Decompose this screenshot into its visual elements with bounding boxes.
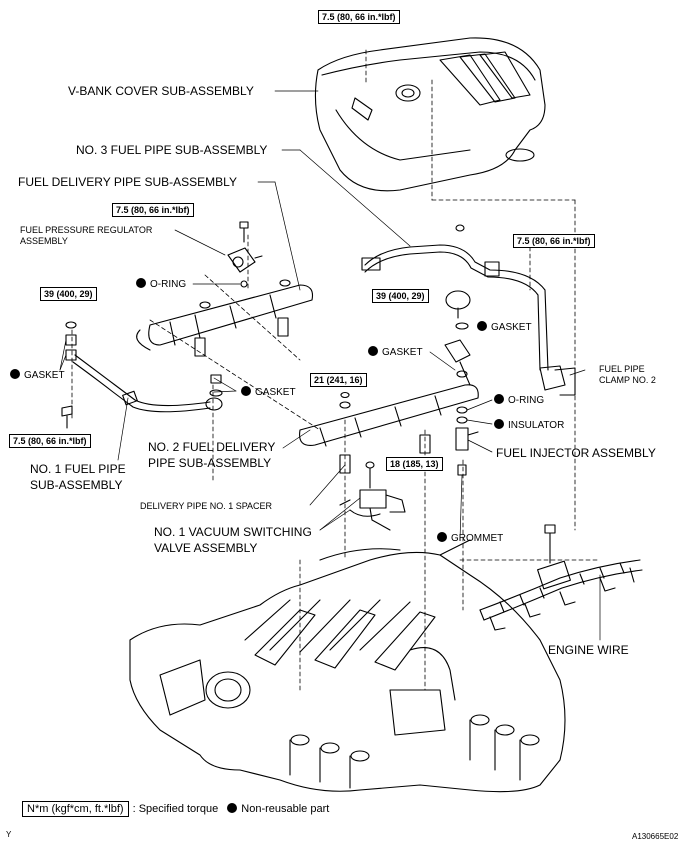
fuel-injector bbox=[455, 406, 479, 476]
corner-mark: Y bbox=[6, 830, 12, 839]
label-fuel-injector: FUEL INJECTOR ASSEMBLY bbox=[496, 446, 656, 460]
label-gasket-upper-mid: GASKET bbox=[368, 346, 423, 358]
torque-box-v-bank-cover: 7.5 (80, 66 in.*lbf) bbox=[318, 10, 400, 24]
label-o-ring-injector: O-RING bbox=[494, 394, 544, 406]
label-delivery-pipe-spacer: DELIVERY PIPE NO. 1 SPACER bbox=[140, 501, 273, 511]
label-no2-fuel-delivery-pipe: NO. 2 FUEL DELIVERY bbox=[148, 440, 276, 454]
non-reusable-dot bbox=[477, 321, 487, 331]
fuel-delivery-pipe bbox=[136, 279, 314, 357]
v-bank-cover bbox=[314, 37, 546, 192]
leader-lines bbox=[59, 90, 601, 641]
non-reusable-dot bbox=[368, 346, 378, 356]
non-reusable-dot bbox=[437, 532, 447, 542]
no1-fuel-pipe bbox=[61, 321, 223, 429]
torque-box-delivery-pipe-bolt: 21 (241, 16) bbox=[310, 373, 367, 387]
legend-torque-unit: N*m (kgf*cm, ft.*lbf) bbox=[22, 801, 129, 817]
torque-box-pulsation-damper: 39 (400, 29) bbox=[372, 289, 429, 303]
label-no1-fuel-pipe: NO. 1 FUEL PIPE bbox=[30, 462, 126, 476]
label-grommet: GROMMET bbox=[437, 532, 503, 544]
torque-box-regulator: 7.5 (80, 66 in.*lbf) bbox=[112, 203, 194, 217]
vacuum-switching-valve bbox=[339, 461, 406, 531]
label-no1-fuel-pipe-line2: SUB-ASSEMBLY bbox=[30, 478, 123, 492]
engine-wire-harness bbox=[479, 524, 643, 631]
legend: N*m (kgf*cm, ft.*lbf): Specified torque … bbox=[22, 801, 330, 817]
label-insulator: INSULATOR bbox=[494, 419, 564, 431]
non-reusable-dot bbox=[136, 278, 146, 288]
label-fuel-pipe-clamp: FUEL PIPE bbox=[599, 364, 645, 374]
label-gasket-right: GASKET bbox=[477, 321, 532, 333]
label-gasket-mid: GASKET bbox=[241, 386, 296, 398]
label-fuel-delivery-pipe: FUEL DELIVERY PIPE SUB-ASSEMBLY bbox=[18, 175, 237, 189]
non-reusable-dot bbox=[241, 386, 251, 396]
label-vacuum-switching-valve: NO. 1 VACUUM SWITCHING bbox=[154, 525, 312, 539]
label-engine-wire: ENGINE WIRE bbox=[548, 643, 629, 657]
no2-fuel-delivery-pipe bbox=[299, 384, 479, 474]
torque-box-no1-pipe-union: 39 (400, 29) bbox=[40, 287, 97, 301]
fuel-pressure-regulator bbox=[227, 221, 263, 288]
label-no2-fuel-delivery-pipe-line2: PIPE SUB-ASSEMBLY bbox=[148, 456, 272, 470]
torque-box-fuel-pipe-clamp: 7.5 (80, 66 in.*lbf) bbox=[513, 234, 595, 248]
legend-non-reusable-dot bbox=[227, 803, 238, 813]
engine-intake-manifold bbox=[129, 539, 566, 793]
label-fuel-pressure-regulator-line2: ASSEMBLY bbox=[20, 236, 68, 246]
legend-specified-torque: : Specified torque bbox=[132, 803, 219, 815]
legend-non-reusable: Non-reusable part bbox=[241, 803, 330, 815]
non-reusable-dot bbox=[494, 394, 504, 404]
non-reusable-dot bbox=[10, 369, 20, 379]
label-v-bank-cover: V-BANK COVER SUB-ASSEMBLY bbox=[68, 84, 254, 98]
label-fuel-pipe-clamp-line2: CLAMP NO. 2 bbox=[599, 375, 656, 385]
label-gasket-left: GASKET bbox=[10, 369, 65, 381]
non-reusable-dot bbox=[494, 419, 504, 429]
torque-box-vsv: 18 (185, 13) bbox=[386, 457, 443, 471]
gasket-parts-mid bbox=[209, 374, 223, 397]
label-no3-fuel-pipe: NO. 3 FUEL PIPE SUB-ASSEMBLY bbox=[76, 143, 268, 157]
torque-box-no1-pipe-bolt: 7.5 (80, 66 in.*lbf) bbox=[9, 434, 91, 448]
label-o-ring-regulator: O-RING bbox=[136, 278, 186, 290]
label-fuel-pressure-regulator: FUEL PRESSURE REGULATOR bbox=[20, 225, 153, 235]
no3-fuel-pipe bbox=[361, 224, 576, 396]
figure-id: A130665E02 bbox=[632, 832, 679, 841]
label-vacuum-switching-valve-line2: VALVE ASSEMBLY bbox=[154, 541, 258, 555]
pulsation-damper bbox=[444, 290, 471, 386]
